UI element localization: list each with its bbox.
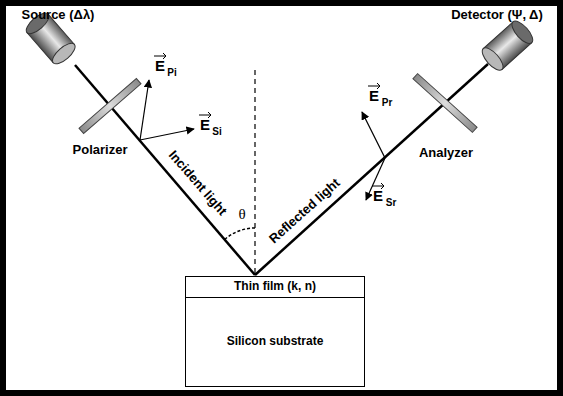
thin-film-layer: Thin film (k, n) bbox=[185, 276, 365, 298]
vector-symbol: E bbox=[200, 117, 210, 134]
vector-symbol: E bbox=[373, 188, 383, 205]
vector-subscript: Sr bbox=[386, 197, 397, 208]
field-vector bbox=[140, 80, 149, 140]
part-label: Detector (Ψ, Δ) bbox=[451, 8, 543, 22]
substrate-layer: Silicon substrate bbox=[185, 297, 365, 387]
vector-subscript: Pr bbox=[382, 97, 393, 108]
beam-label: Reflected light bbox=[267, 176, 343, 247]
polarizer-plate bbox=[79, 78, 141, 133]
reflected-beam bbox=[255, 64, 488, 275]
vector-symbol: E bbox=[369, 88, 379, 105]
layer-label: Thin film (k, n) bbox=[234, 280, 316, 293]
incident-beam bbox=[75, 65, 255, 275]
detector-cylinder bbox=[479, 18, 536, 74]
part-label: Analyzer bbox=[419, 146, 473, 160]
analyzer-plate bbox=[413, 74, 477, 133]
field-vector bbox=[362, 112, 385, 158]
part-label: Source (Δλ) bbox=[22, 8, 95, 22]
surface-normal bbox=[254, 70, 255, 274]
vector-subscript: Si bbox=[212, 126, 221, 137]
angle-symbol: θ bbox=[238, 206, 245, 223]
angle-arc bbox=[224, 228, 255, 240]
image-frame bbox=[3, 3, 560, 393]
field-vector bbox=[140, 129, 194, 140]
layer-label: Silicon substrate bbox=[227, 335, 324, 348]
vector-symbol: E bbox=[155, 58, 165, 75]
part-label: Polarizer bbox=[73, 143, 128, 157]
vector-subscript: Pi bbox=[167, 67, 176, 78]
